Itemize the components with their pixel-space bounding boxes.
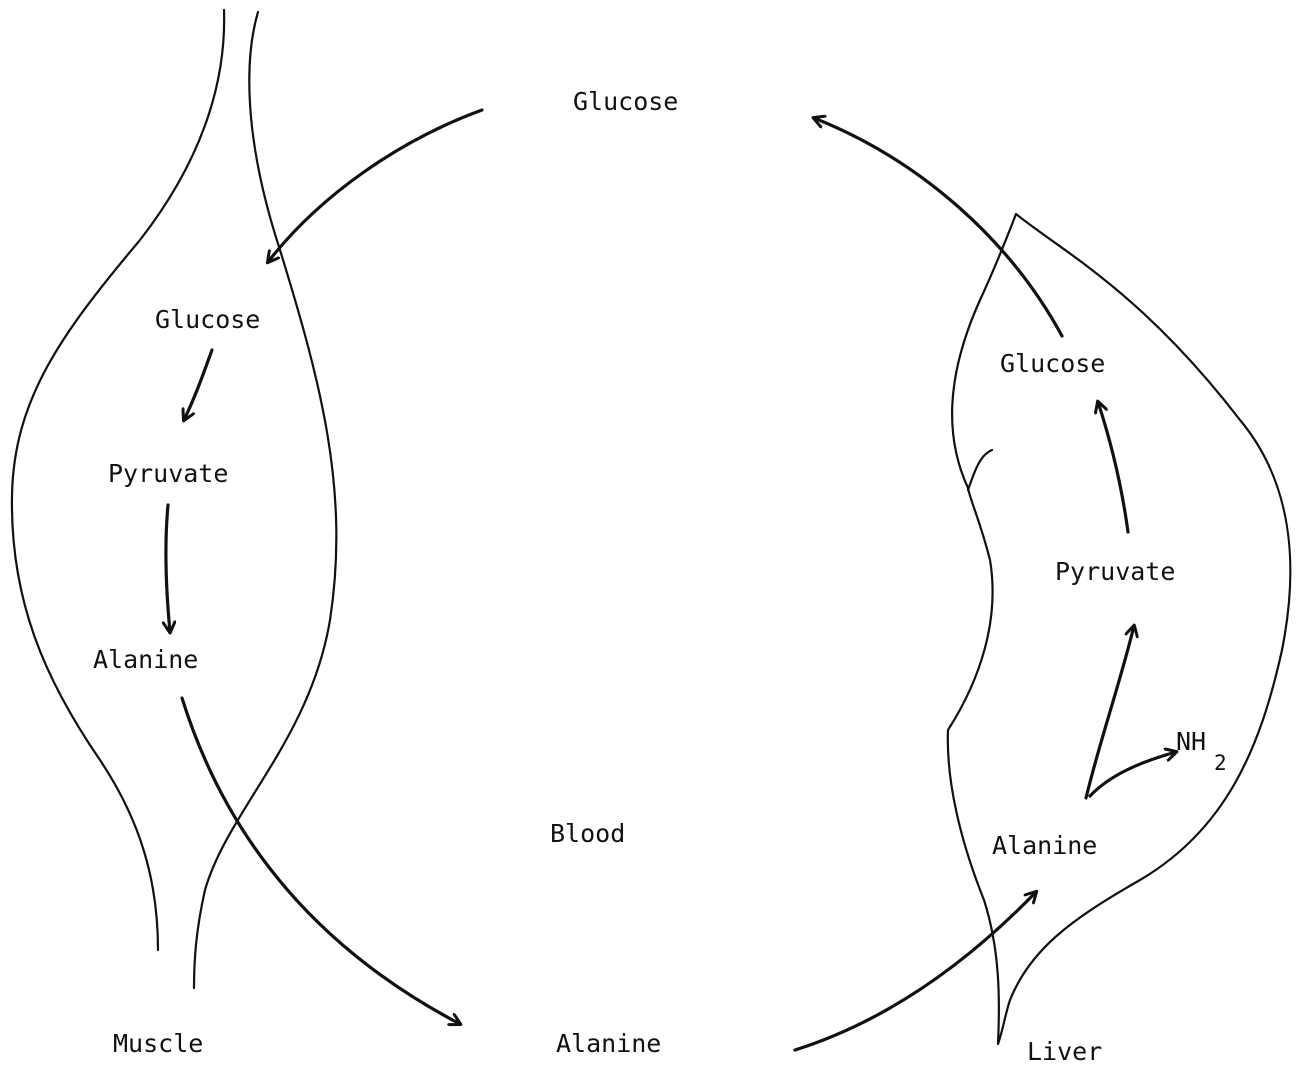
muscle-outline — [12, 10, 336, 988]
pathway-arrows — [166, 110, 1176, 1050]
arrow-blood-alanine-to-liver — [795, 892, 1036, 1050]
muscle-alanine-label: Alanine — [93, 645, 198, 674]
blood-alanine-label: Alanine — [556, 1029, 661, 1058]
liver-vessel-stub — [968, 450, 992, 490]
liver-alanine-label: Alanine — [992, 831, 1097, 860]
arrow-blood-glucose-to-muscle — [268, 110, 482, 262]
blood-glucose-label: Glucose — [573, 87, 678, 116]
muscle-right-contour — [194, 12, 336, 988]
arrow-muscle-pyruvate-to-alanine — [166, 505, 170, 632]
liver-pyruvate-label: Pyruvate — [1055, 557, 1175, 586]
liver-contour — [948, 214, 1291, 1044]
nh2-label: NH — [1176, 727, 1206, 756]
arrow-muscle-alanine-to-blood — [182, 698, 460, 1024]
liver-outline — [948, 214, 1291, 1044]
arrow-muscle-glucose-to-pyruvate — [184, 350, 212, 420]
liver-title: Liver — [1027, 1037, 1102, 1066]
arrow-liver-alanine-to-nh2 — [1090, 752, 1176, 796]
arrow-liver-glucose-to-blood — [814, 118, 1062, 336]
nh2-subscript: 2 — [1214, 751, 1227, 775]
muscle-pyruvate-label: Pyruvate — [108, 459, 228, 488]
muscle-title: Muscle — [113, 1029, 203, 1058]
blood-label: Blood — [550, 819, 625, 848]
liver-glucose-label: Glucose — [1000, 349, 1105, 378]
arrow-liver-pyruvate-to-glucose — [1098, 402, 1128, 532]
muscle-glucose-label: Glucose — [155, 305, 260, 334]
arrow-liver-alanine-to-pyruvate — [1086, 626, 1134, 798]
